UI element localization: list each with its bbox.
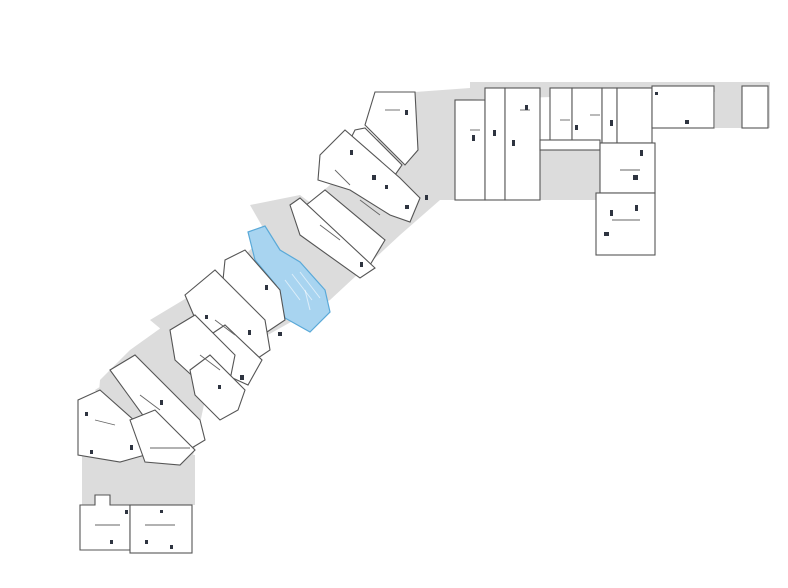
unit-top-link[interactable]: [539, 139, 601, 151]
units-diagonal-lower: [77, 354, 206, 466]
unit-top-5[interactable]: [571, 87, 603, 144]
structural-pillars: [85, 92, 689, 549]
unit-bottom-1[interactable]: [79, 494, 131, 551]
unit-diag-a1[interactable]: [364, 91, 419, 166]
units-diagonal-middle: [169, 249, 286, 421]
unit-top-2[interactable]: [484, 87, 506, 201]
unit-top-1[interactable]: [454, 99, 486, 201]
units-diagonal-upper: [289, 91, 421, 279]
unit-top-6[interactable]: [601, 87, 618, 144]
unit-diag-c3[interactable]: [129, 409, 196, 466]
unit-diag-a3[interactable]: [317, 129, 421, 223]
selected-unit-hatch: [284, 271, 321, 311]
unit-top-4[interactable]: [549, 87, 573, 144]
units-bottom-left: [79, 494, 193, 554]
corridor-center-block: [540, 148, 600, 200]
unit-top-9[interactable]: [741, 85, 769, 129]
corridor-bottom-left: [82, 455, 195, 505]
unit-diag-a5[interactable]: [289, 197, 376, 279]
units-top-row: [454, 85, 769, 201]
units-right-block: [595, 142, 656, 256]
corridor-top: [415, 82, 770, 200]
unit-top-8[interactable]: [651, 85, 715, 129]
unit-top-7[interactable]: [616, 87, 653, 144]
unit-right-2[interactable]: [595, 192, 656, 256]
unit-diag-b5[interactable]: [189, 354, 246, 421]
unit-top-3[interactable]: [504, 87, 541, 201]
unit-right-1[interactable]: [599, 142, 656, 194]
internal-walls: [94, 109, 640, 526]
